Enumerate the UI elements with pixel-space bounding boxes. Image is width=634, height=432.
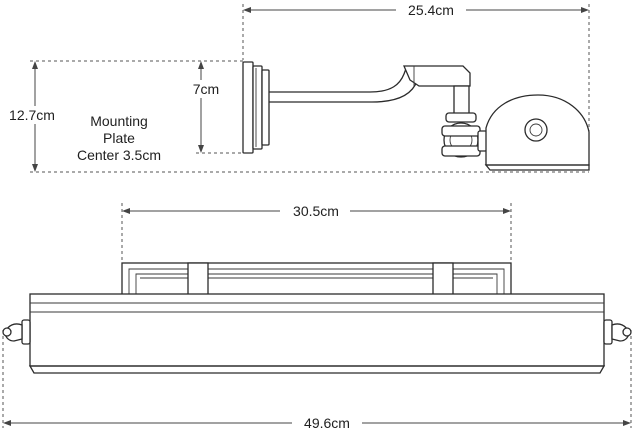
side-view: 25.4cm 12.7cm 7cm Mounting Plate Center … (2, 1, 590, 173)
dimension-overall-width: 49.6cm (3, 414, 631, 432)
wall-backplate-front (121, 262, 512, 297)
dimension-mounting-center: 7cm (184, 61, 224, 153)
arrow-down-icon (32, 164, 38, 172)
left-finial (2, 319, 31, 345)
lamp-shade-front (2, 293, 632, 374)
dimension-height: 12.7cm (2, 61, 62, 172)
arrow-left-icon (122, 208, 130, 214)
arrow-right-icon (503, 208, 511, 214)
arm-projection-label: 25.4cm (408, 2, 454, 18)
height-label: 12.7cm (9, 107, 55, 123)
arrow-right-icon (623, 420, 631, 426)
wall-backplate-side (242, 61, 270, 154)
overall-width-label: 49.6cm (304, 415, 350, 431)
arrow-down-icon (198, 145, 204, 153)
lamp-arm (269, 65, 488, 158)
backplate-width-label: 30.5cm (293, 203, 339, 219)
arrow-up-icon (32, 61, 38, 69)
mounting-note-line3: Center 3.5cm (77, 147, 161, 163)
lamp-shade-side (484, 94, 590, 171)
arrow-up-icon (198, 61, 204, 69)
arrow-left-icon (243, 7, 251, 13)
arrow-left-icon (3, 420, 11, 426)
mounting-note-line1: Mounting (90, 113, 148, 129)
mounting-note-line2: Plate (103, 130, 135, 146)
dimension-backplate-width: 30.5cm (122, 202, 511, 220)
arrow-right-icon (581, 7, 589, 13)
dimension-arm-projection: 25.4cm (243, 1, 589, 19)
right-finial (603, 319, 632, 345)
front-view: 30.5cm (2, 202, 632, 432)
mounting-center-label: 7cm (193, 81, 219, 97)
